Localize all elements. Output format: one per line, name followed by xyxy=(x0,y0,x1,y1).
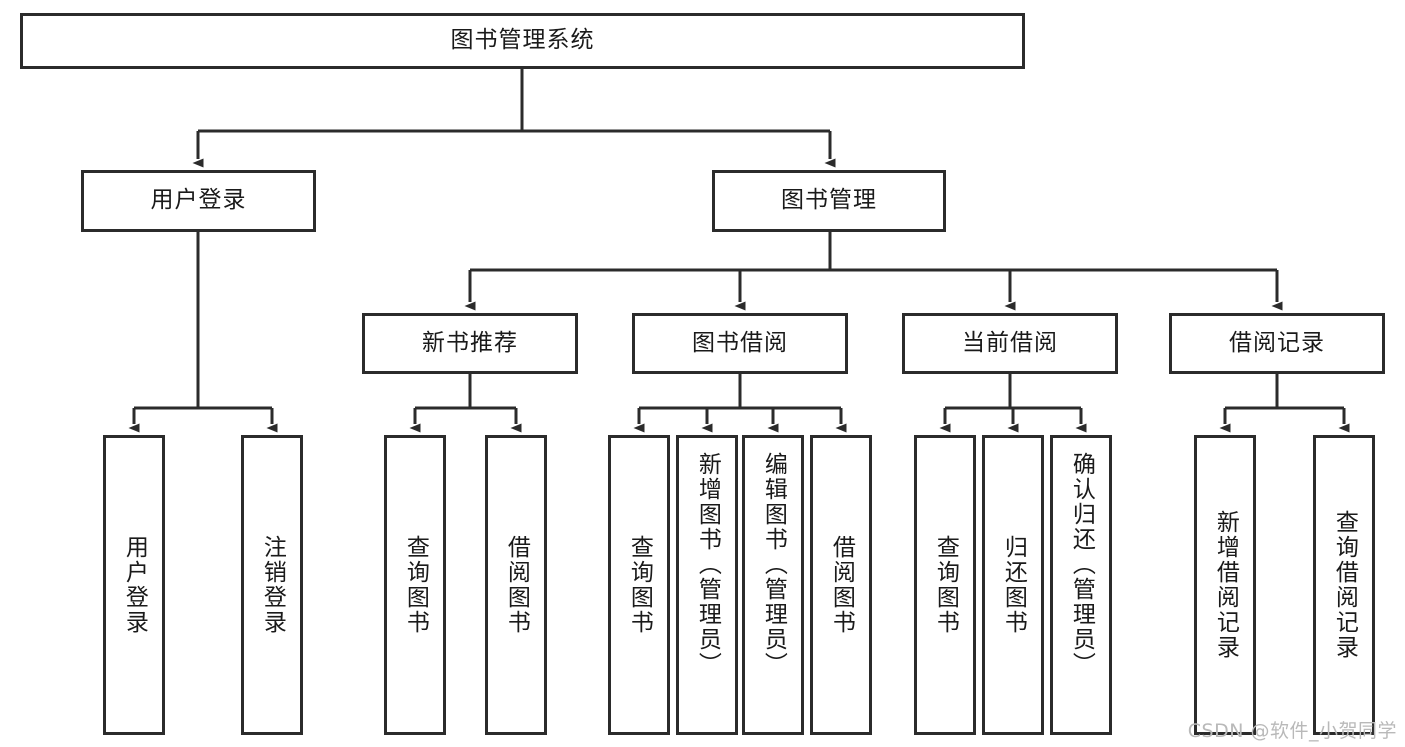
node-label: 查询图书 xyxy=(626,535,653,635)
leaf-query-book-recommend[interactable]: 查询图书 xyxy=(384,435,446,735)
leaf-query-borrow-record[interactable]: 查询借阅记录 xyxy=(1313,435,1375,735)
leaf-add-book-admin[interactable]: 新增图书（管理员） xyxy=(676,435,738,735)
leaf-confirm-return-admin[interactable]: 确认归还（管理员） xyxy=(1050,435,1112,735)
node-label: 借阅图书 xyxy=(503,535,530,635)
node-borrow-record[interactable]: 借阅记录 xyxy=(1169,313,1385,374)
node-label: 确认归还（管理员） xyxy=(1068,452,1095,677)
node-label: 图书借阅 xyxy=(692,329,788,356)
leaf-logout[interactable]: 注销登录 xyxy=(241,435,303,735)
leaf-user-login[interactable]: 用户登录 xyxy=(103,435,165,735)
node-user-login[interactable]: 用户登录 xyxy=(81,170,316,232)
node-label: 归还图书 xyxy=(1000,535,1027,635)
node-label: 借阅图书 xyxy=(828,535,855,635)
leaf-query-book-borrow[interactable]: 查询图书 xyxy=(608,435,670,735)
node-label: 新增借阅记录 xyxy=(1212,510,1239,660)
node-label: 编辑图书（管理员） xyxy=(760,452,787,677)
node-label: 新书推荐 xyxy=(422,329,518,356)
leaf-query-book-current[interactable]: 查询图书 xyxy=(914,435,976,735)
node-book-management[interactable]: 图书管理 xyxy=(712,170,946,232)
node-label: 注销登录 xyxy=(259,535,286,635)
node-label: 查询借阅记录 xyxy=(1331,510,1358,660)
node-label: 图书管理 xyxy=(781,187,877,214)
watermark: CSDN @软件_小贺同学 xyxy=(1187,720,1397,742)
leaf-add-borrow-record[interactable]: 新增借阅记录 xyxy=(1194,435,1256,735)
leaf-borrow-book[interactable]: 借阅图书 xyxy=(810,435,872,735)
node-label: 图书管理系统 xyxy=(450,27,595,54)
leaf-borrow-book-recommend[interactable]: 借阅图书 xyxy=(485,435,547,735)
leaf-edit-book-admin[interactable]: 编辑图书（管理员） xyxy=(742,435,804,735)
node-new-book-recommendation[interactable]: 新书推荐 xyxy=(362,313,578,374)
node-label: 查询图书 xyxy=(402,535,429,635)
node-label: 查询图书 xyxy=(932,535,959,635)
node-label: 用户登录 xyxy=(121,535,148,635)
node-label: 当前借阅 xyxy=(962,329,1058,356)
node-book-borrow[interactable]: 图书借阅 xyxy=(632,313,848,374)
node-label: 借阅记录 xyxy=(1229,329,1325,356)
node-root-book-management-system[interactable]: 图书管理系统 xyxy=(20,13,1025,69)
node-current-borrow[interactable]: 当前借阅 xyxy=(902,313,1118,374)
node-label: 用户登录 xyxy=(150,187,247,214)
node-label: 新增图书（管理员） xyxy=(694,452,721,677)
leaf-return-book[interactable]: 归还图书 xyxy=(982,435,1044,735)
